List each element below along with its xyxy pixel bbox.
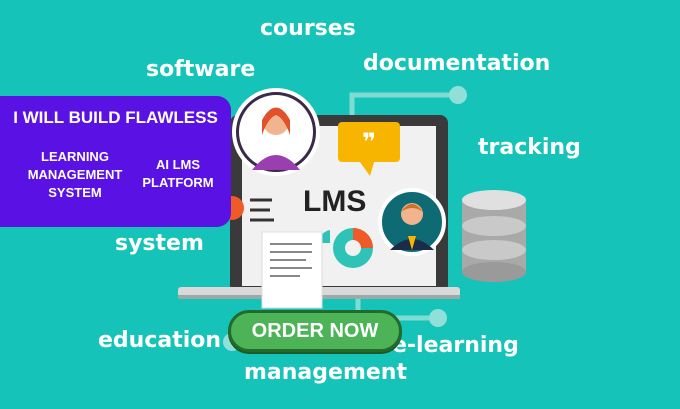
connector-dot xyxy=(449,86,467,104)
order-now-button[interactable]: ORDER NOW xyxy=(228,310,402,352)
banner-left-line: MANAGEMENT xyxy=(27,167,123,182)
keyword-e-learning: e-learning xyxy=(392,333,519,358)
keyword-documentation: documentation xyxy=(363,51,551,76)
banner-left-text: LEARNING MANAGEMENT SYSTEM xyxy=(20,148,130,202)
screen-lms-label: LMS xyxy=(303,185,367,218)
banner-left-line: SYSTEM xyxy=(48,185,102,200)
banner-right-line: PLATFORM xyxy=(142,175,214,190)
database-icon xyxy=(462,190,526,282)
keyword-management: management xyxy=(244,360,407,385)
keyword-tracking: tracking xyxy=(478,135,581,160)
banner-right-text: AI LMS PLATFORM xyxy=(128,156,228,192)
keyword-courses: courses xyxy=(260,16,356,41)
promo-banner: I WILL BUILD FLAWLESS LEARNING MANAGEMEN… xyxy=(0,96,231,227)
banner-title: I WILL BUILD FLAWLESS xyxy=(13,108,218,127)
keyword-system: system xyxy=(115,231,204,256)
banner-right-line: AI LMS xyxy=(155,157,201,172)
keyword-software: software xyxy=(146,57,256,82)
keyword-education: education xyxy=(98,328,222,353)
chat-bubble-icon xyxy=(338,122,400,162)
connector-dot xyxy=(429,309,447,327)
banner-left-line: LEARNING xyxy=(41,149,109,164)
svg-text:❞: ❞ xyxy=(362,128,376,156)
